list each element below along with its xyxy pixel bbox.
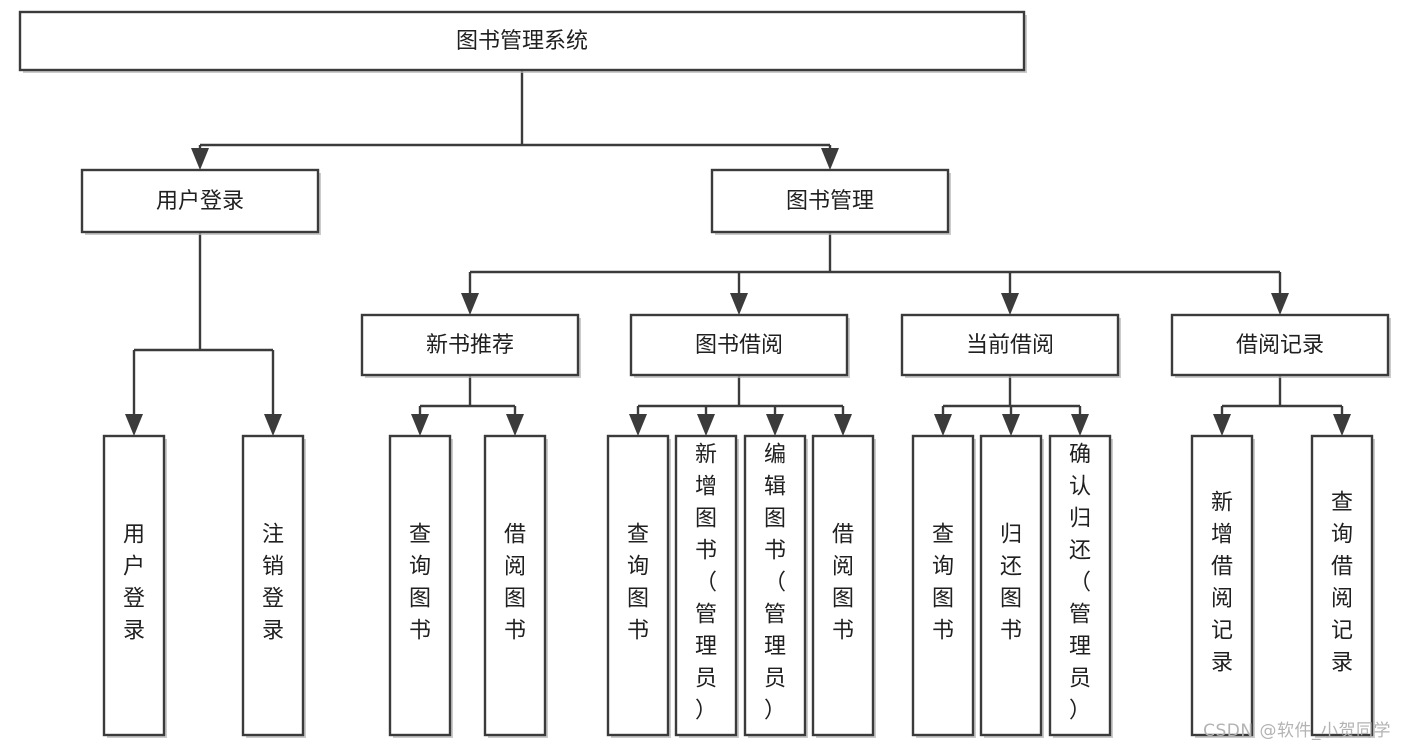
- node-box[interactable]: [18, 10, 1026, 72]
- node-leaf[interactable]: 借阅图书: [483, 434, 548, 738]
- node-label: 查询借阅记录: [1331, 491, 1353, 676]
- node-leaf[interactable]: 新增借阅记录: [1190, 434, 1255, 738]
- node-level3[interactable]: 借阅记录: [1170, 313, 1391, 378]
- node-root[interactable]: 图书管理系统: [18, 10, 1027, 73]
- node-box[interactable]: [241, 434, 305, 737]
- node-level3[interactable]: 新书推荐: [360, 313, 581, 378]
- arrow-head-icon: [766, 414, 784, 436]
- node-label: 当前借阅: [966, 333, 1054, 358]
- arrow-head-icon: [264, 414, 282, 436]
- node-level2[interactable]: 用户登录: [80, 168, 321, 235]
- node-box[interactable]: [710, 168, 950, 234]
- node-box[interactable]: [674, 434, 738, 737]
- node-box[interactable]: [388, 434, 452, 737]
- node-leaf[interactable]: 查询借阅记录: [1310, 434, 1375, 738]
- arrow-head-icon: [125, 414, 143, 436]
- node-leaf[interactable]: 查询图书: [388, 434, 453, 738]
- arrow-head-icon: [191, 148, 209, 170]
- node-box[interactable]: [483, 434, 547, 737]
- node-label: 确认归还（管理员）: [1069, 443, 1091, 724]
- arrow-head-icon: [834, 414, 852, 436]
- node-label: 新书推荐: [426, 333, 514, 358]
- node-label: 图书借阅: [695, 333, 783, 358]
- arrow-head-icon: [730, 293, 748, 315]
- node-box[interactable]: [629, 313, 849, 377]
- arrow-head-icon: [1001, 293, 1019, 315]
- node-leaf[interactable]: 用户登录: [102, 434, 167, 738]
- arrow-head-icon: [506, 414, 524, 436]
- node-level3[interactable]: 当前借阅: [900, 313, 1121, 378]
- arrow-head-icon: [411, 414, 429, 436]
- node-label: 归还图书: [1000, 523, 1022, 644]
- node-box[interactable]: [360, 313, 580, 377]
- node-label: 借阅图书: [504, 523, 526, 644]
- node-label: 新增借阅记录: [1211, 491, 1233, 676]
- node-box[interactable]: [606, 434, 670, 737]
- node-label: 编辑图书（管理员）: [764, 443, 786, 724]
- node-leaf[interactable]: 查询图书: [911, 434, 976, 738]
- node-label: 图书管理: [786, 189, 874, 214]
- connectors-layer: [125, 70, 1351, 436]
- node-leaf[interactable]: 归还图书: [979, 434, 1044, 738]
- node-leaf[interactable]: 注销登录: [241, 434, 306, 738]
- node-box[interactable]: [743, 434, 807, 737]
- node-box[interactable]: [1048, 434, 1112, 737]
- node-label: 注销登录: [262, 523, 284, 644]
- node-leaf[interactable]: 查询图书: [606, 434, 671, 738]
- node-label: 用户登录: [123, 523, 145, 644]
- node-label: 借阅图书: [832, 523, 854, 644]
- arrow-head-icon: [1333, 414, 1351, 436]
- node-label: 查询图书: [409, 523, 431, 644]
- node-leaf[interactable]: 确认归还（管理员）: [1048, 434, 1113, 738]
- node-level2[interactable]: 图书管理: [710, 168, 951, 235]
- arrow-head-icon: [1071, 414, 1089, 436]
- node-level3[interactable]: 图书借阅: [629, 313, 850, 378]
- node-label: 借阅记录: [1236, 333, 1324, 358]
- arrow-head-icon: [461, 293, 479, 315]
- arrow-head-icon: [1271, 293, 1289, 315]
- node-box[interactable]: [979, 434, 1043, 737]
- arrow-head-icon: [821, 148, 839, 170]
- node-label: 用户登录: [156, 189, 244, 214]
- nodes-layer: 图书管理系统用户登录图书管理新书推荐图书借阅当前借阅借阅记录用户登录注销登录查询…: [18, 10, 1391, 738]
- node-label: 查询图书: [627, 523, 649, 644]
- node-box[interactable]: [1170, 313, 1390, 377]
- node-box[interactable]: [911, 434, 975, 737]
- arrow-head-icon: [1213, 414, 1231, 436]
- node-label: 新增图书（管理员）: [695, 443, 717, 724]
- watermark-label: CSDN @软件_小贺同学: [1203, 721, 1391, 741]
- node-box[interactable]: [1190, 434, 1254, 737]
- node-leaf[interactable]: 编辑图书（管理员）: [743, 434, 808, 738]
- node-box[interactable]: [80, 168, 320, 234]
- node-box[interactable]: [102, 434, 166, 737]
- arrow-head-icon: [934, 414, 952, 436]
- arrow-head-icon: [1002, 414, 1020, 436]
- arrow-head-icon: [697, 414, 715, 436]
- arrow-head-icon: [629, 414, 647, 436]
- node-box[interactable]: [900, 313, 1120, 377]
- node-leaf[interactable]: 借阅图书: [811, 434, 876, 738]
- node-label: 图书管理系统: [456, 29, 588, 54]
- node-leaf[interactable]: 新增图书（管理员）: [674, 434, 739, 738]
- node-box[interactable]: [1310, 434, 1374, 737]
- node-box[interactable]: [811, 434, 875, 737]
- node-label: 查询图书: [932, 523, 954, 644]
